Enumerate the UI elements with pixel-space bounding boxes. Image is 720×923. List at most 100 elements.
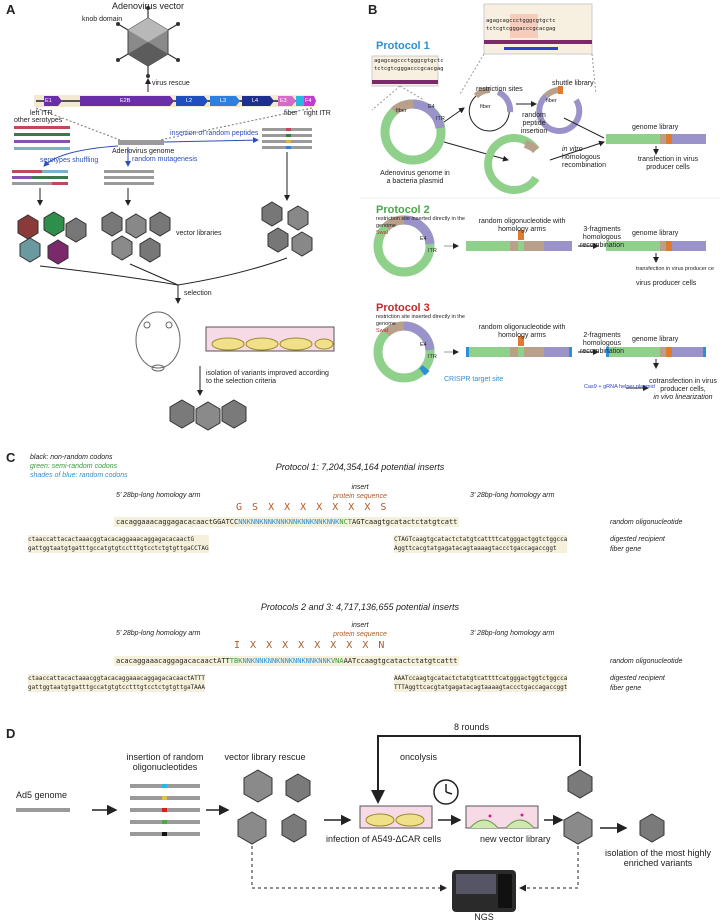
p1-left-bot: gattggtaatgtgatttgccatgtgtcctttgtcctctgt… — [28, 545, 209, 552]
p1-fiber-gene-label: fiber gene — [610, 546, 642, 553]
clock-icon — [433, 779, 459, 805]
p1-e4-label: E4 — [428, 104, 435, 110]
virus-rescue-label: virus rescue — [152, 80, 190, 87]
restriction-sites-label: restriction sites — [476, 86, 523, 93]
p1-arm5-label: 5’ 28bp-long homology arm — [116, 492, 201, 499]
legend-black: black: non-random codons — [30, 454, 113, 461]
serotypes-shuffling-label: serotypes shuffling — [40, 157, 99, 164]
cell-culture-dish-icon — [205, 326, 335, 352]
p1-fiber-label-2: fiber — [480, 104, 491, 110]
p23-oligo-tbk: TBK — [229, 657, 243, 665]
p2-three-frag-label: 3-fragments homologous recombination — [580, 226, 624, 249]
homologous-recombination-label: homologous recombination — [562, 154, 606, 169]
left-itr-label: left ITR — [30, 110, 53, 117]
p23-left-fragment: ctaaccattacactaaacggtacacaggaaacaggagaca… — [28, 674, 206, 692]
p1-inserts-title: Protocol 1: 7,204,354,164 potential inse… — [275, 462, 445, 472]
panel-d-graphics — [16, 735, 665, 912]
panel-label-d: D — [6, 726, 16, 741]
p1-random-oligo-seq: cacaggaaacaggagacacaactGGATCCNNKNNKNNKNN… — [114, 517, 460, 527]
protocol2-title: Protocol 2 — [376, 204, 430, 216]
random-mutagenesis-label: random mutagenesis — [132, 156, 198, 163]
p1-transfection-label: transfection in virus producer cells — [637, 156, 699, 171]
ngs-label: NGS — [474, 912, 494, 922]
gene-l4: L4 — [252, 98, 259, 104]
p1-oligo-left: cacaggaaacaggagacacaactGGATCC — [116, 518, 239, 526]
p2-transfection-label: transfection in virus producer ce — [636, 266, 714, 272]
p1-digested-label: digested recipient — [610, 536, 665, 543]
p1-left-top: ctaaccattacactaaacggtacacaggaaacaggagaca… — [28, 536, 195, 543]
p1-itr-label: ITR — [436, 116, 445, 122]
in-vivo-linearization-label: in vivo linearization — [653, 394, 713, 401]
isolation-enriched-label: isolation of the most highly enriched va… — [604, 848, 712, 868]
p23-oligo-left: acacaggaaacaggagacacaactATT — [116, 657, 230, 665]
p1-arm3-label: 3’ 28bp-long homology arm — [470, 492, 555, 499]
p1-right-fragment: CTAGTcaagtgcatactctatgtcattttcatgggactgg… — [394, 535, 568, 553]
p23-digested-label: digested recipient — [610, 675, 665, 682]
gene-e2b: E2B — [120, 98, 131, 104]
p23-random-oligo-seq: acacaggaaacaggagacacaactATTTBKNNKNNKNNKN… — [114, 656, 460, 666]
adenovirus-genome-label: Adenovirus genome — [112, 148, 175, 155]
protocol2-plasmid-icon — [373, 215, 435, 277]
crispr-target-label: CRISPR target site — [444, 376, 504, 383]
p3-swai-label: SwaI — [376, 328, 389, 334]
in-vitro-label: in vitro — [562, 146, 583, 153]
p23-oligo-mid: NNKNNKNNKNNKNNKNNKNNK — [242, 657, 331, 665]
seq-box-2-bottom: tctcgtcgggacccgcacgag — [486, 26, 556, 32]
panel-a-graphics — [12, 6, 335, 431]
seq-box-1-bottom: tctcgtcgggacccgcacgag — [374, 66, 444, 72]
p2-random-oligo-label: random oligonucleotide with homology arm… — [478, 218, 566, 233]
p23-random-oligo-label: random oligonucleotide — [610, 658, 683, 665]
vector-rescue-label: vector library rescue — [224, 752, 306, 762]
adenovirus-vector-label: Adenovirus vector — [111, 1, 185, 11]
p3-random-oligo-label: random oligonucleotide with homology arm… — [478, 324, 566, 339]
p1-oligo-mid: NNKNNKNNKNNKNNKNNKNNKNNK — [238, 518, 340, 526]
cotransfection-label: cotransfection in virus producer cells, — [649, 378, 717, 393]
ad5-genome-label: Ad5 genome — [16, 790, 68, 800]
p23-right-fragment: AAATccaagtgcatactctatgtcattttcatgggactgg… — [394, 674, 568, 692]
p1-aa-seq: G S X X X X X X X S — [236, 502, 389, 513]
shuttle-library-label: shuttle library — [552, 80, 594, 87]
infection-label: infection of A549-ΔCAR cells — [326, 834, 442, 844]
panel-label-c: C — [6, 450, 16, 465]
vector-libraries-label: vector libraries — [176, 230, 222, 237]
gene-l3: L3 — [220, 98, 227, 104]
p1-protein-seq-label: protein sequence — [333, 493, 387, 500]
isolation-variants-label: isolation of variants improved according… — [206, 370, 329, 385]
seq-box-1-top: agagcagccctgggcgtgctc — [374, 58, 444, 64]
p23-left-bot: gattggtaatgtgatttgccatgtgtcctttgtcctctgt… — [28, 684, 206, 691]
protocol3-plasmid-icon — [373, 321, 435, 383]
p1-random-oligo-label: random oligonucleotide — [610, 519, 683, 526]
p2-genome-library-label: genome library — [632, 230, 679, 237]
p23-oligo-vna: VNA — [330, 657, 344, 665]
rounds-label: 8 rounds — [454, 722, 490, 732]
p1-left-fragment: ctaaccattacactaaacggtacacaggaaacaggagaca… — [28, 535, 209, 553]
panel-label-a: A — [6, 2, 16, 17]
p23-protein-seq-label: protein sequence — [333, 631, 387, 638]
selection-label: selection — [184, 290, 212, 297]
p23-oligo-right: AATccaagtgcatactctatgtcattt — [343, 657, 458, 665]
p2-swai-label: SwaI — [376, 230, 389, 236]
gene-f4: F4 — [305, 98, 312, 104]
protocol1-title: Protocol 1 — [376, 40, 430, 52]
mouse-icon — [135, 311, 181, 372]
p3-restriction-inserted-label: restriction site inserted directly in th… — [376, 314, 465, 327]
p2-itr-label: ITR — [428, 248, 437, 254]
p2-e4-label: E4 — [420, 236, 427, 242]
right-itr-label: right ITR — [304, 110, 331, 117]
p23-fiber-gene-label: fiber gene — [610, 685, 642, 692]
p1-insert-label: insert — [351, 484, 369, 491]
knob-domain-label: knob domain — [82, 16, 123, 23]
cas9-label: Cas9 + gRNA helper plasmid — [584, 384, 655, 390]
p1-right-bot: Aggttcacgtatgagatacagtaaaagtaccctgaccaga… — [394, 545, 557, 552]
legend-green: green: semi-random codons — [30, 463, 118, 470]
genome-gene-blocks — [44, 96, 316, 106]
p2-restriction-inserted-label: restriction site inserted directly in th… — [376, 216, 465, 229]
p23-aa-seq: I X X X X X X X X N — [234, 640, 387, 651]
gene-l2: L2 — [186, 98, 193, 104]
gene-e3: E3 — [280, 98, 287, 104]
p3-e4-label: E4 — [420, 342, 427, 348]
p1-genome-library-label: genome library — [632, 124, 679, 131]
gene-e1: E1 — [45, 98, 52, 104]
p23-arm5-label: 5’ 28bp-long homology arm — [116, 630, 201, 637]
adenovirus-vector-icon — [116, 6, 180, 78]
